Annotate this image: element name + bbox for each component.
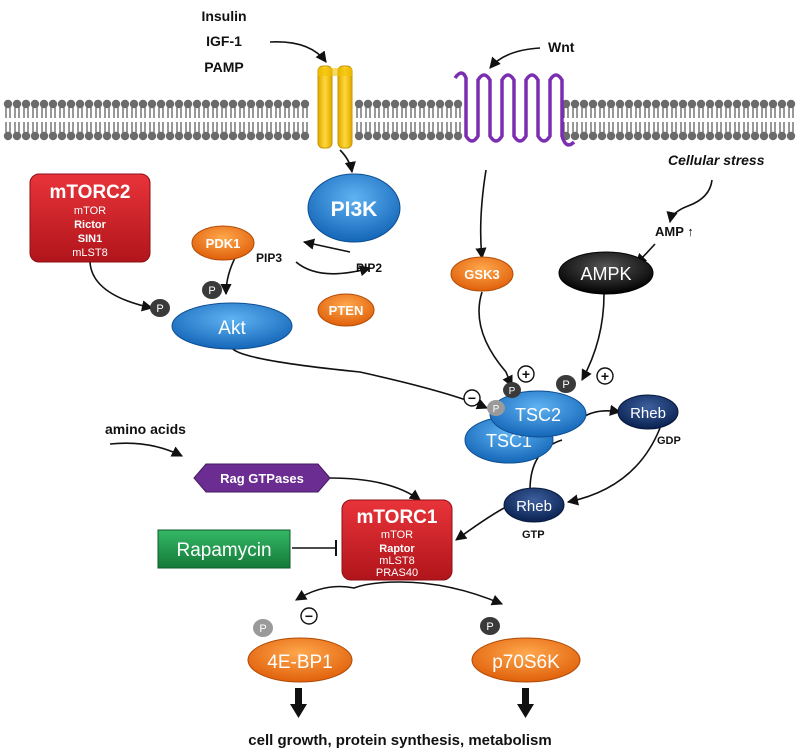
tsc2-label: TSC2	[515, 405, 561, 425]
tsc2-phospho-ampk: P	[556, 375, 576, 393]
rapamycin-label: Rapamycin	[176, 540, 271, 561]
4ebp1-phospho: P	[253, 619, 273, 637]
svg-text:−: −	[468, 390, 476, 406]
igf1-label: IGF-1	[206, 33, 242, 49]
mtorc2-complex: mTORC2 mTOR Rictor SIN1 mLST8	[29, 173, 151, 263]
svg-text:P: P	[156, 303, 163, 315]
inhibition-sign-akt: −	[463, 389, 481, 407]
wnt-label: Wnt	[548, 39, 575, 55]
inhibition-sign-4ebp1: −	[300, 607, 318, 625]
output-label: cell growth, protein synthesis, metaboli…	[248, 732, 551, 749]
tsc2-node	[489, 390, 587, 438]
pten-label: PTEN	[329, 303, 364, 318]
pi3k-label: PI3K	[331, 198, 378, 221]
p70s6k-label: p70S6K	[492, 652, 560, 673]
mtorc2-mtor: mTOR	[74, 205, 106, 217]
cellular-stress-label: Cellular stress	[668, 152, 765, 168]
pip2-label: PIP2	[356, 261, 382, 275]
output-arrows	[290, 688, 534, 718]
svg-text:−: −	[305, 608, 313, 624]
mtorc1-raptor: Raptor	[379, 543, 415, 555]
mtorc2-rictor: Rictor	[74, 219, 107, 231]
tsc2-phospho-gsk3: P	[503, 382, 521, 398]
svg-text:P: P	[509, 386, 516, 397]
mtorc1-complex: mTORC1 mTOR Raptor mLST8 PRAS40	[341, 499, 453, 581]
mtorc1-title: mTORC1	[357, 507, 438, 528]
svg-text:P: P	[208, 285, 215, 297]
mtorc1-mtor: mTOR	[381, 529, 413, 541]
akt-label: Akt	[218, 318, 246, 339]
4ebp1-label: 4E-BP1	[267, 652, 332, 673]
akt-phospho-top: P	[202, 281, 222, 299]
ampk-node	[558, 251, 654, 295]
akt-phospho-left: P	[150, 299, 170, 317]
svg-text:P: P	[562, 379, 569, 391]
rapamycin-inhibition-line	[292, 540, 337, 556]
pi3k-node	[307, 173, 401, 243]
pdk1-node	[191, 225, 255, 261]
svg-text:P: P	[259, 623, 266, 635]
mtorc2-mlst8: mLST8	[72, 247, 107, 259]
gdp-label: GDP	[657, 435, 681, 447]
akt-node	[171, 302, 293, 350]
rheb-gdp-label: Rheb	[630, 405, 666, 422]
rag-gtpases-label: Rag GTPases	[220, 471, 304, 486]
p70s6k-phospho: P	[480, 617, 500, 635]
rheb-gtp-node	[503, 487, 565, 523]
mtorc1-mlst8: mLST8	[379, 555, 414, 567]
pten-node	[317, 293, 375, 327]
rheb-gtp-label: Rheb	[516, 498, 552, 515]
gsk3-node	[450, 256, 514, 292]
svg-text:+: +	[522, 366, 530, 382]
p70s6k-node	[471, 637, 581, 683]
wnt-receptor	[453, 71, 576, 147]
4ebp1-node	[247, 637, 353, 683]
rag-gtpases-node: Rag GTPases	[193, 463, 331, 493]
insulin-label: Insulin	[201, 8, 246, 24]
amino-acids-label: amino acids	[105, 421, 186, 437]
rapamycin-box: Rapamycin	[157, 529, 291, 569]
mtorc2-sin1: SIN1	[78, 233, 102, 245]
svg-text:+: +	[601, 368, 609, 384]
gtp-label: GTP	[522, 529, 545, 541]
cell-membrane	[3, 99, 796, 141]
insulin-receptor	[317, 65, 353, 149]
svg-text:P: P	[493, 404, 500, 415]
svg-text:P: P	[486, 621, 493, 633]
ampk-label: AMPK	[580, 264, 631, 284]
rheb-gdp-node	[617, 394, 679, 430]
activation-sign-gsk3: +	[517, 365, 535, 383]
activation-sign-ampk: +	[596, 367, 614, 385]
gsk3-label: GSK3	[464, 267, 499, 282]
pdk1-label: PDK1	[206, 236, 241, 251]
amp-label: AMP ↑	[655, 224, 694, 239]
pamp-label: PAMP	[204, 59, 243, 75]
mtorc2-title: mTORC2	[50, 182, 131, 203]
pip3-label: PIP3	[256, 251, 282, 265]
mtorc1-pras40: PRAS40	[376, 567, 418, 579]
tsc2-phospho-akt: P	[487, 400, 505, 416]
